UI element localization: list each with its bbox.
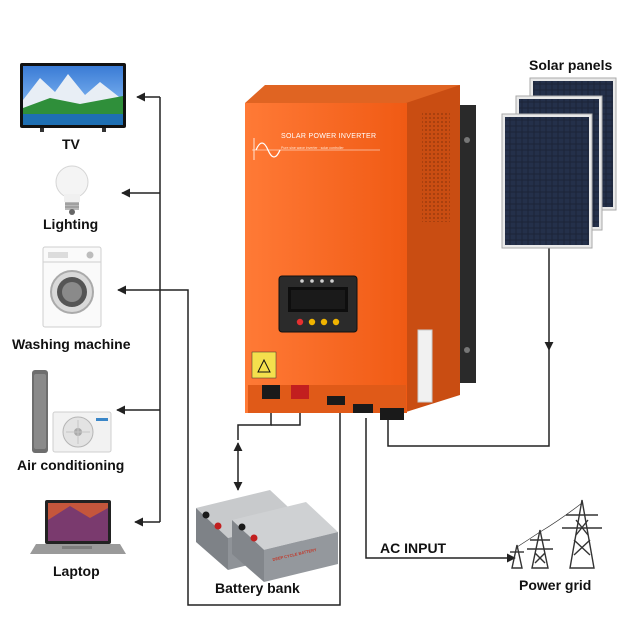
- inverter-unit: [245, 85, 476, 420]
- tv-label: TV: [62, 136, 80, 152]
- solar-wiring: [387, 248, 554, 447]
- load-wiring: [116, 92, 341, 606]
- tv-icon: [20, 63, 126, 132]
- grid-wiring: [365, 418, 516, 563]
- lighting-label: Lighting: [43, 216, 99, 232]
- inverter-brand: SOLAR POWER INVERTER: [281, 133, 377, 140]
- ac-input-label: AC INPUT: [380, 540, 447, 556]
- solar-panels-label: Solar panels: [529, 57, 613, 73]
- air-conditioner-icon: [32, 370, 112, 453]
- light-bulb-icon: [55, 165, 89, 215]
- washing-machine-label: Washing machine: [12, 336, 131, 352]
- washing-machine-icon: [42, 246, 102, 328]
- battery-bank-label: Battery bank: [215, 580, 300, 596]
- battery-bank: [196, 490, 338, 582]
- air-conditioning-label: Air conditioning: [17, 457, 125, 473]
- power-grid-icon: [510, 499, 602, 569]
- laptop-label: Laptop: [53, 563, 100, 579]
- solar-panels: [501, 77, 617, 249]
- power-grid-label: Power grid: [519, 577, 592, 593]
- laptop-icon: [30, 500, 126, 554]
- inverter-tagline: Pure sine wave inverter · solar controll…: [281, 146, 344, 150]
